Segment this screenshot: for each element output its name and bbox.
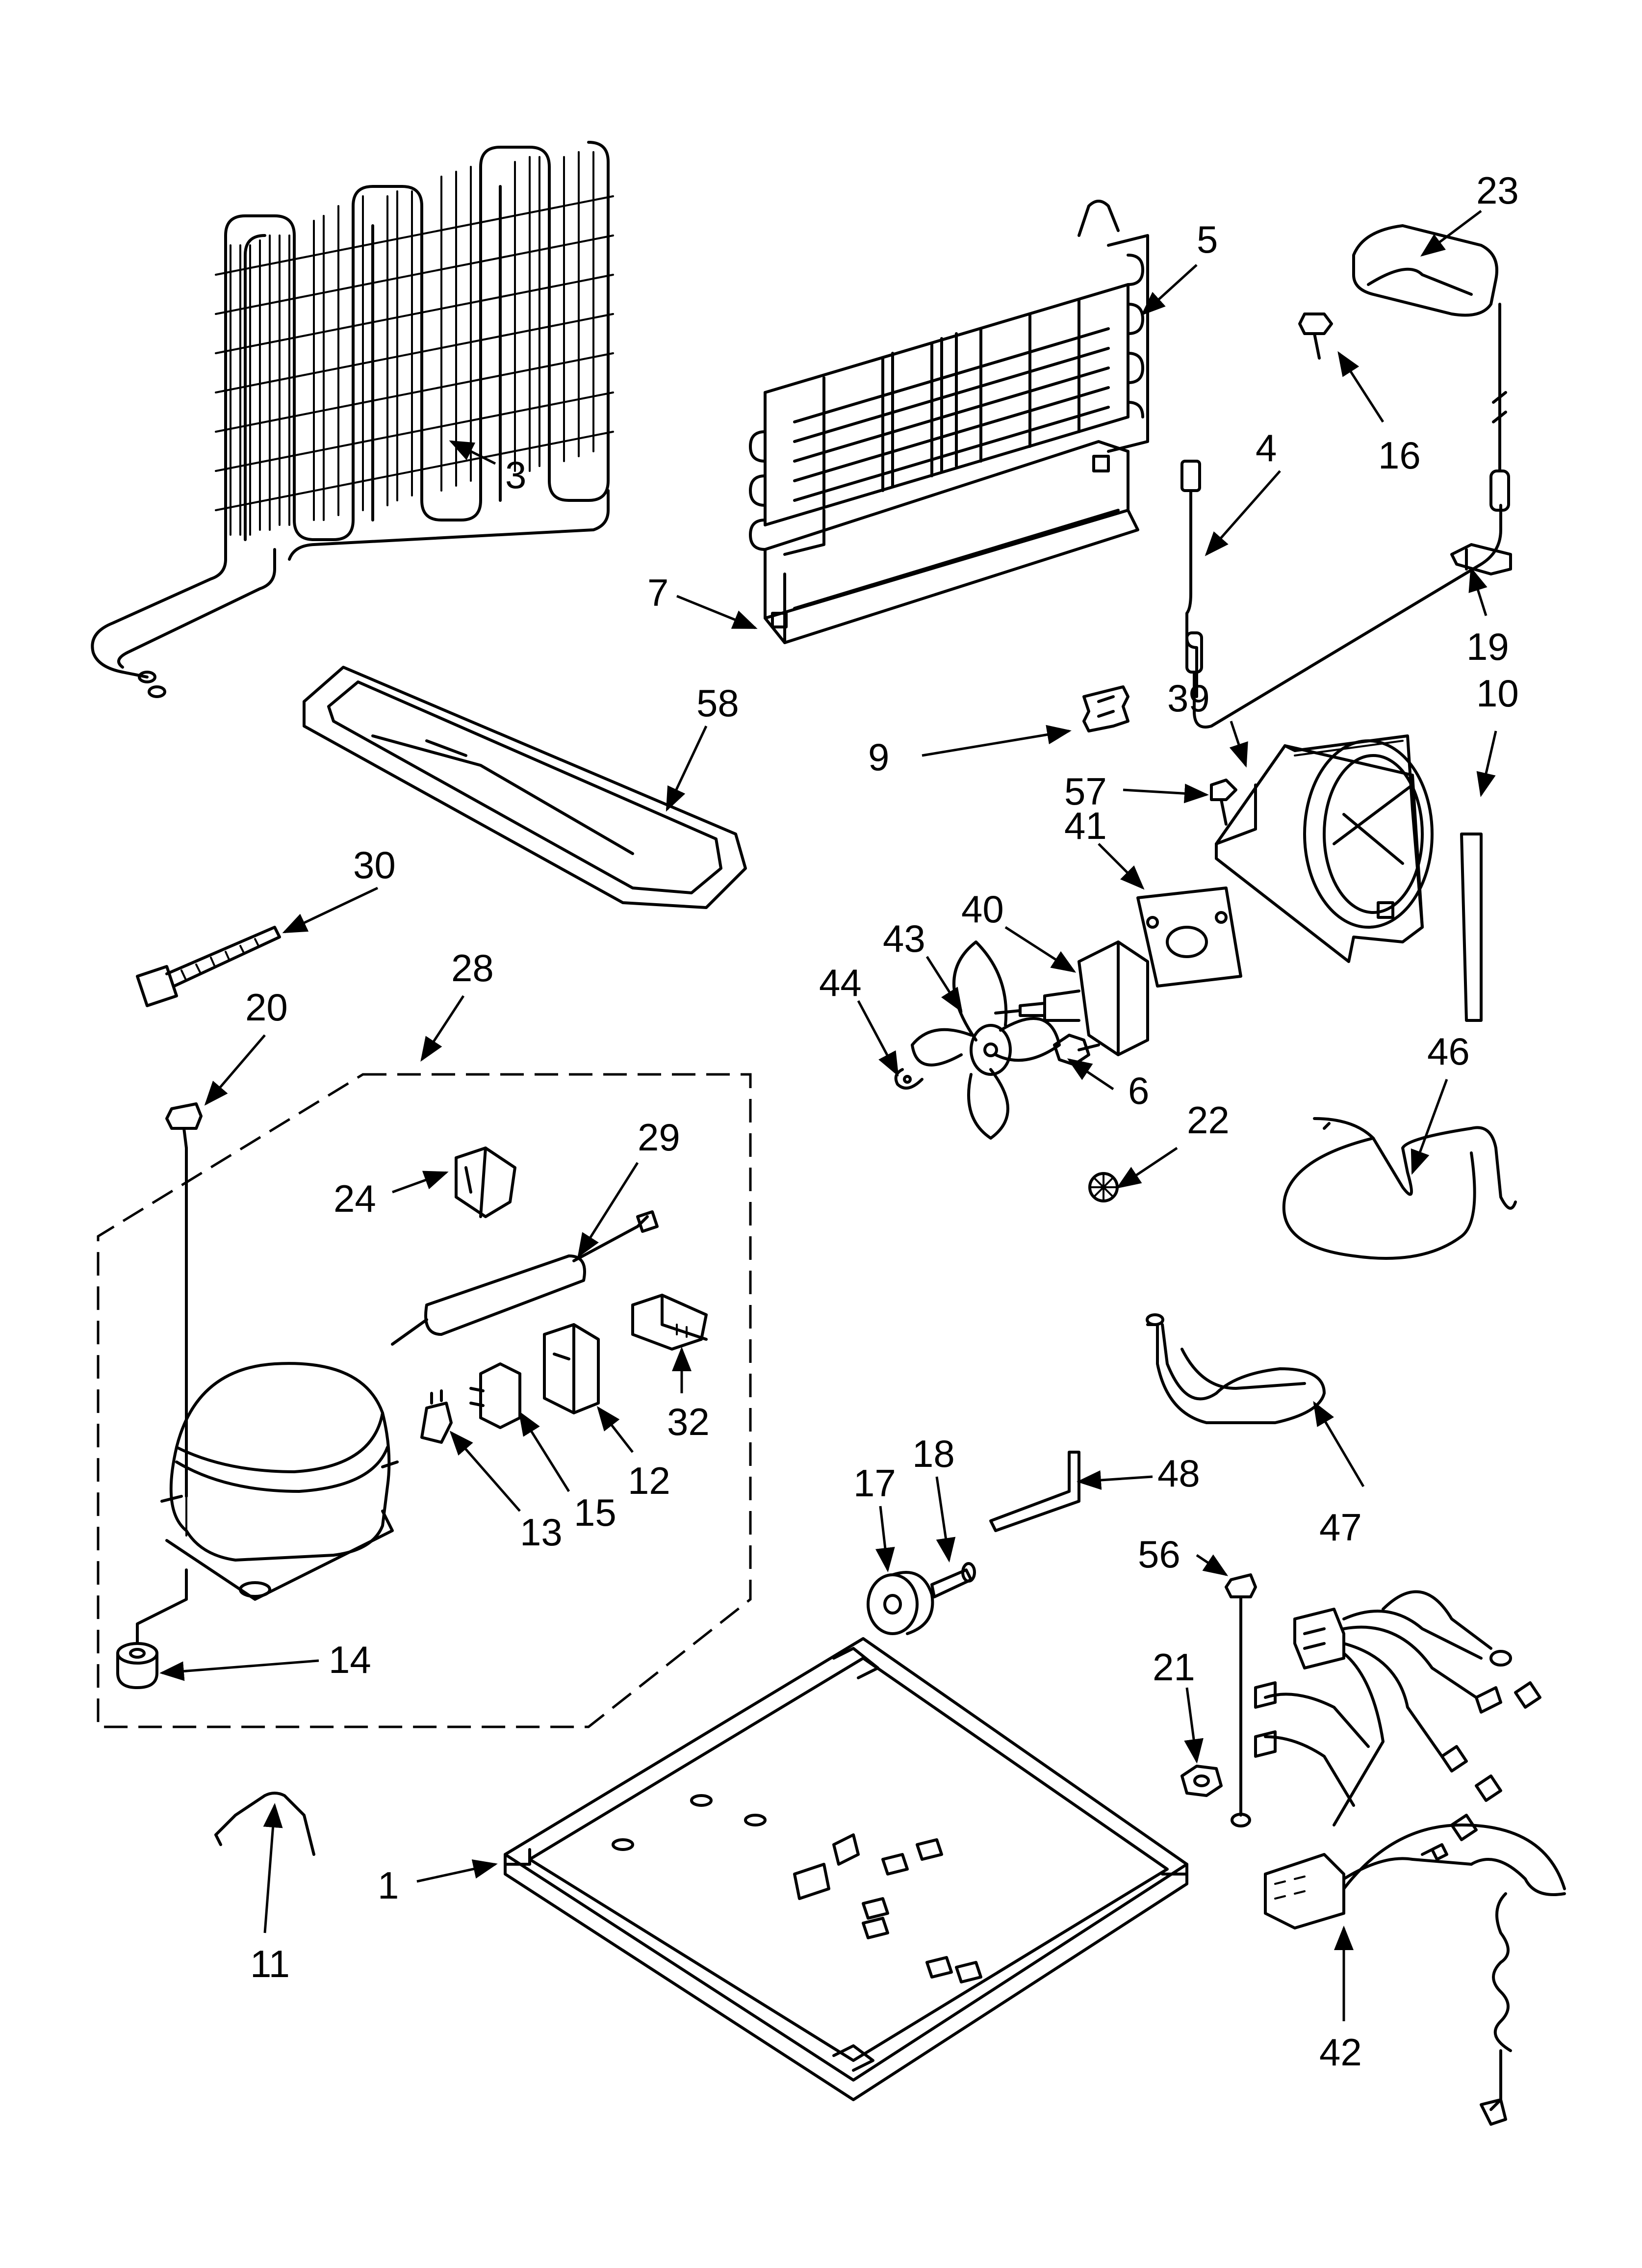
callout-17: 17 (853, 1461, 896, 1505)
callout-46: 46 (1427, 1030, 1470, 1073)
callouts: 3 7 5 4 23 16 19 10 9 39 57 58 41 40 43 … (245, 169, 1519, 2074)
callout-21: 21 (1153, 1645, 1195, 1689)
thermostat-cap (1352, 224, 1498, 317)
fan-shroud (1215, 734, 1434, 963)
strip-10 (1460, 833, 1483, 1022)
callout-29: 29 (638, 1116, 680, 1159)
leader-lines (159, 210, 1497, 2021)
callout-24: 24 (334, 1177, 376, 1220)
wire-clip-11 (214, 1792, 315, 1856)
callout-30: 30 (353, 843, 396, 886)
callout-11: 11 (250, 1942, 290, 1985)
callout-41: 41 (1064, 804, 1107, 847)
callout-48: 48 (1157, 1452, 1200, 1495)
compressor (160, 1362, 399, 1601)
evaporator-coil (749, 200, 1149, 556)
callout-28: 28 (451, 946, 494, 990)
start-device-12 (543, 1323, 600, 1414)
defrost-thermostat (1180, 303, 1510, 729)
terminal-13 (420, 1389, 453, 1444)
overload-32 (631, 1294, 708, 1351)
fan-blade (911, 940, 1061, 1140)
tube-47 (1146, 1313, 1326, 1424)
callout-10: 10 (1476, 672, 1519, 715)
callout-18: 18 (912, 1432, 955, 1475)
screw-57 (1210, 779, 1237, 826)
callout-20: 20 (245, 986, 288, 1029)
screw-20 (165, 1102, 203, 1498)
callout-7: 7 (647, 571, 668, 614)
filter-drier (391, 1210, 659, 1346)
nut-21 (1180, 1765, 1223, 1797)
compressor-kit-boundary (97, 1073, 752, 1728)
callout-56: 56 (1138, 1533, 1180, 1576)
evaporator-drain-trough (764, 440, 1139, 644)
callout-1: 1 (378, 1864, 399, 1907)
grommet-14 (116, 1568, 188, 1689)
callout-47: 47 (1319, 1506, 1362, 1549)
callout-5: 5 (1197, 218, 1218, 261)
blade-clip (894, 1068, 924, 1090)
callout-12: 12 (628, 1459, 670, 1502)
base-frame (504, 1637, 1188, 2101)
callout-43: 43 (883, 917, 925, 960)
callout-14: 14 (329, 1638, 371, 1681)
grommet-22 (1088, 1172, 1119, 1202)
relay-24 (455, 1147, 516, 1218)
callout-4: 4 (1256, 426, 1277, 469)
callout-16: 16 (1378, 434, 1421, 477)
callout-39: 39 (1167, 677, 1210, 720)
callout-58: 58 (696, 681, 739, 725)
pin-18 (930, 1562, 976, 1598)
sensor-clip (1450, 543, 1512, 575)
roller-17 (867, 1571, 934, 1635)
callout-6: 6 (1128, 1069, 1149, 1112)
wire-harness (1254, 1590, 1566, 2126)
screw-16 (1298, 313, 1333, 360)
tube-46 (1282, 1117, 1517, 1260)
tube-48 (989, 1451, 1080, 1532)
callout-42: 42 (1319, 2031, 1362, 2074)
callout-3: 3 (505, 453, 526, 496)
callout-23: 23 (1476, 169, 1519, 212)
callout-40: 40 (961, 887, 1004, 931)
callout-22: 22 (1187, 1098, 1230, 1142)
callout-15: 15 (574, 1491, 616, 1534)
callout-13: 13 (520, 1511, 563, 1554)
part-15 (469, 1362, 521, 1429)
callout-9: 9 (868, 735, 889, 779)
condenser-coil (91, 141, 614, 698)
callout-57: 57 (1064, 770, 1107, 813)
motor-mount-plate (1136, 886, 1242, 988)
callout-32: 32 (667, 1400, 710, 1443)
drain-pan (303, 666, 747, 909)
nut-6 (1053, 1034, 1100, 1066)
fan-motor (994, 940, 1149, 1056)
callout-44: 44 (819, 961, 862, 1004)
cable-tie (136, 926, 281, 1007)
screw-56 (1225, 1573, 1257, 1827)
callout-19: 19 (1466, 625, 1509, 668)
bracket-9 (1082, 685, 1129, 732)
